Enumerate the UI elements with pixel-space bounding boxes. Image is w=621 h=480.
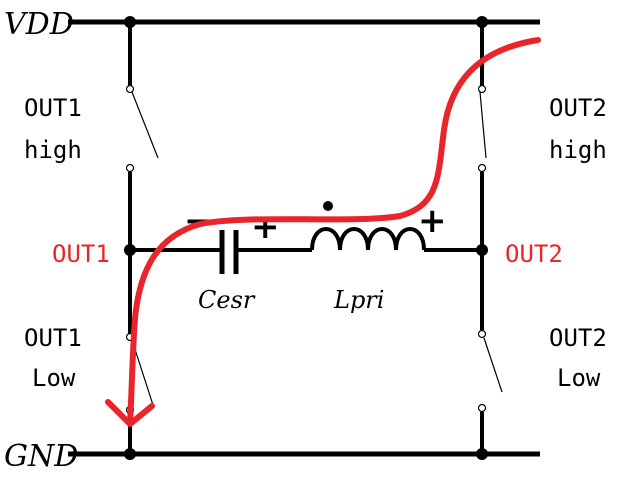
gnd-label: GND — [4, 439, 78, 474]
capacitor-label: Cesr — [198, 286, 256, 314]
out1-node-label: OUT1 — [52, 240, 110, 268]
middle-branch — [130, 227, 482, 274]
out1-low-label-line1: OUT1 — [24, 324, 82, 352]
out2-high-label-line2: high — [549, 136, 607, 164]
vdd-label: VDD — [4, 7, 74, 42]
out1-high-switch — [131, 91, 159, 159]
cap-pos-sign: + — [251, 207, 280, 247]
out1-low-label-line2: Low — [32, 364, 76, 392]
out1-high-label-line2: high — [24, 136, 82, 164]
inductor-label: Lpri — [333, 286, 384, 314]
current-path-arrowhead — [105, 399, 155, 427]
out2-low-label-line2: Low — [557, 364, 601, 392]
out2-high-switch — [479, 91, 487, 159]
out2-low-switch — [483, 337, 503, 393]
inductor-polarity-dot — [323, 201, 333, 211]
current-path-arrow — [127, 37, 541, 425]
out1-high-label-line1: OUT1 — [24, 94, 82, 122]
inductor-coil — [310, 227, 426, 251]
out2-node-label: OUT2 — [505, 240, 563, 268]
out2-low-label-line1: OUT2 — [549, 324, 607, 352]
out2-high-label-line1: OUT2 — [549, 94, 607, 122]
